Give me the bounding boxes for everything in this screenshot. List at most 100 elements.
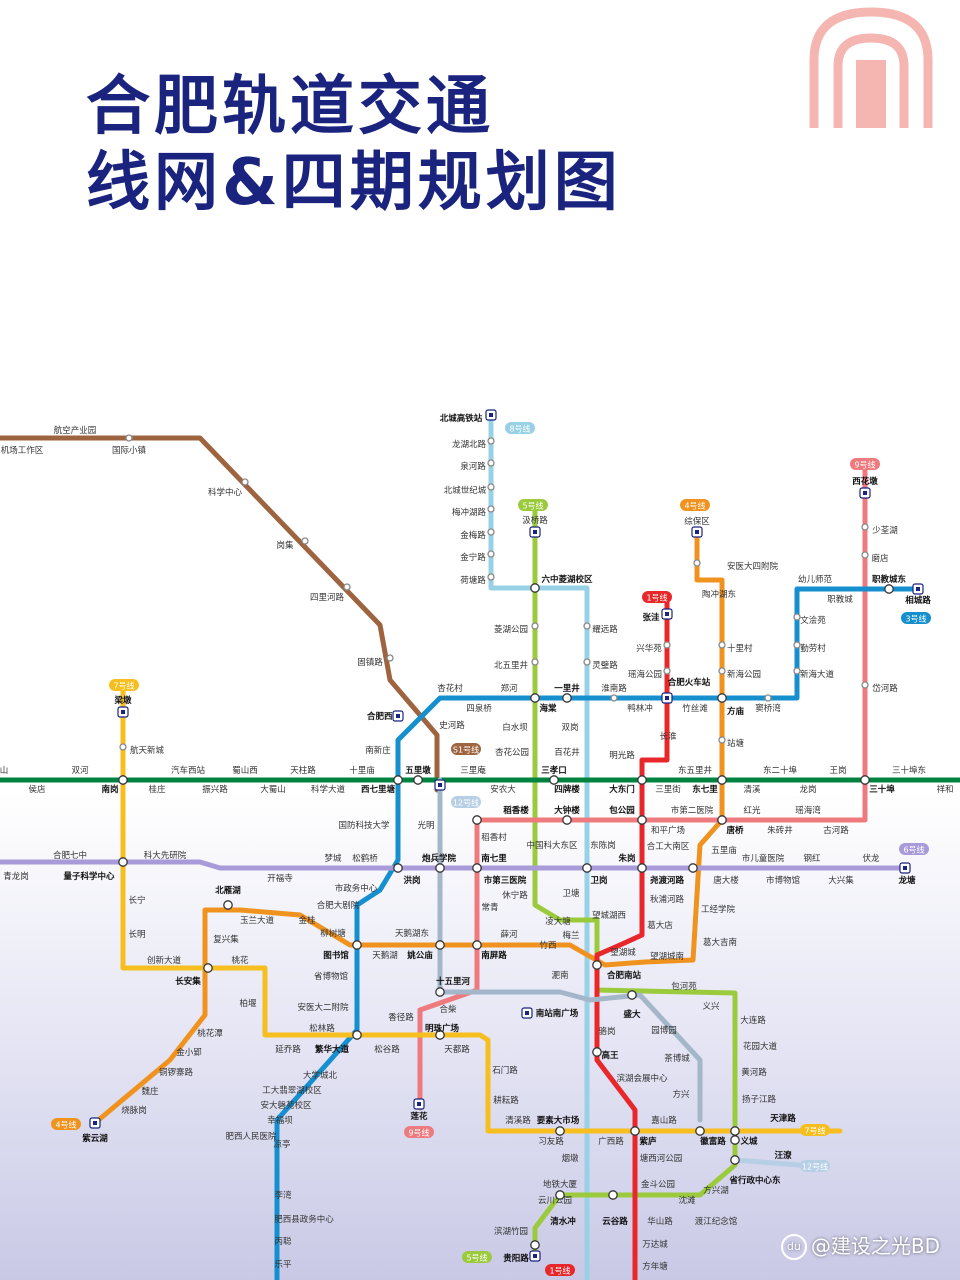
station: 杏花公园 bbox=[495, 747, 529, 758]
station-label: 铜锣寨路 bbox=[159, 1067, 194, 1078]
line-tag-label: 4号线 bbox=[55, 1120, 76, 1130]
station: 天柱路 bbox=[290, 765, 316, 776]
line-tag-label: 7号线 bbox=[113, 681, 134, 691]
station: 创新大道 bbox=[147, 955, 182, 966]
line-tag-label: 6号线 bbox=[903, 845, 924, 855]
station: 市第二医院 bbox=[671, 805, 714, 816]
station-label: 汽车西站 bbox=[171, 765, 206, 776]
station: 机场工作区 bbox=[1, 445, 44, 456]
station-label: 站塘 bbox=[727, 738, 745, 749]
station-label: 方年塘 bbox=[642, 1261, 668, 1272]
station-label: 卫岗 bbox=[590, 875, 607, 886]
station-label: 方兴湖 bbox=[703, 1185, 729, 1196]
station-label: 淝南 bbox=[551, 970, 568, 981]
station: 科大先研院 bbox=[144, 850, 187, 861]
station-label: 国防科技大学 bbox=[338, 820, 390, 831]
station-label: 香径路 bbox=[388, 1012, 414, 1023]
station: 一里井 bbox=[554, 683, 580, 703]
station-dot bbox=[583, 622, 591, 630]
station: 骆岗 bbox=[598, 1026, 615, 1037]
station-label: 创新大道 bbox=[147, 955, 182, 966]
station-label: 沈滩 bbox=[678, 1195, 696, 1206]
station-label: 窦桥湾 bbox=[755, 703, 781, 714]
station: 光明 bbox=[417, 820, 434, 831]
station: 三里庵 bbox=[460, 765, 486, 776]
station: 铜锣寨路 bbox=[159, 1067, 194, 1078]
station: 松林路 bbox=[309, 1023, 335, 1034]
line-tag-label: 8号线 bbox=[509, 424, 530, 434]
station-label: 万达城 bbox=[642, 1239, 668, 1250]
station: 贵阳路 bbox=[503, 1240, 540, 1264]
station-label: 卫塘 bbox=[562, 888, 580, 899]
station: 沈滩 bbox=[678, 1195, 696, 1206]
station-label: 肥西人民医院 bbox=[225, 1131, 277, 1142]
station-label: 十五里河 bbox=[436, 976, 471, 987]
station-label: 烧脉岗 bbox=[121, 1105, 147, 1116]
station: 方庙 bbox=[717, 693, 745, 717]
station-label: 职教城东 bbox=[872, 574, 907, 585]
station-label: 市第二医院 bbox=[671, 805, 714, 816]
rail-hub-icon bbox=[413, 1098, 425, 1110]
station-label: 石门路 bbox=[492, 1065, 518, 1076]
station-label: 合肥南站 bbox=[606, 970, 642, 981]
station: 园博园 bbox=[651, 1025, 677, 1036]
station-label: 张洼 bbox=[642, 612, 660, 623]
station: 窦桥湾 bbox=[755, 694, 781, 714]
route-line9 bbox=[417, 467, 868, 1111]
station-label: 金小郢 bbox=[176, 1047, 202, 1058]
line-tag-label: 3号线 bbox=[905, 614, 926, 624]
station-label: 国际小镇 bbox=[112, 445, 147, 456]
station: 望城湖西 bbox=[592, 910, 626, 921]
line-tag-label: 4号线 bbox=[684, 501, 705, 511]
station: 繁华大道 bbox=[314, 1030, 362, 1055]
station-label: 三里街 bbox=[655, 784, 681, 795]
interchange-icon bbox=[530, 1240, 540, 1250]
station-label: 东二十埠 bbox=[763, 765, 798, 776]
station: 朱岗 bbox=[617, 853, 647, 873]
station: 竹丝滩 bbox=[682, 703, 708, 714]
station: 磨店 bbox=[861, 551, 889, 564]
station: 大学城北 bbox=[303, 1070, 338, 1081]
station-label: 四里河路 bbox=[310, 592, 345, 603]
station-dot bbox=[718, 667, 726, 675]
station-label: 泉河路 bbox=[460, 461, 486, 472]
station-dot bbox=[531, 658, 539, 666]
interchange-icon bbox=[472, 863, 482, 873]
route-line1 bbox=[594, 597, 670, 1280]
station-label: 科学大道 bbox=[311, 784, 346, 795]
station-dot bbox=[718, 641, 726, 649]
station: 习友路 bbox=[538, 1136, 564, 1147]
station-dot bbox=[861, 523, 869, 531]
interchange-icon bbox=[413, 775, 423, 785]
station: 三十埠东 bbox=[892, 765, 926, 776]
station-label: 市儿童医院 bbox=[742, 853, 785, 864]
interchange-icon bbox=[637, 775, 647, 785]
station-label: 稻香村 bbox=[481, 832, 507, 843]
station-label: 松鹤桥 bbox=[352, 853, 378, 864]
station-label: 贵阳路 bbox=[503, 1253, 529, 1264]
station: 市第三医院 bbox=[484, 875, 527, 886]
station-label: 图书馆 bbox=[323, 950, 349, 961]
watermark: du@建设之光BD bbox=[780, 1230, 940, 1260]
station: 振兴路 bbox=[202, 784, 228, 795]
station: 四泉桥 bbox=[466, 703, 492, 714]
station: 王岗 bbox=[829, 765, 846, 776]
station-label: 陶冲湖东 bbox=[702, 589, 736, 600]
station: 朱砖井 bbox=[767, 825, 793, 836]
station-label: 休宁路 bbox=[502, 890, 528, 901]
station-label: 南屏路 bbox=[481, 950, 507, 961]
station: 延乔路 bbox=[275, 1044, 301, 1055]
station-label: 繁华大道 bbox=[314, 1044, 350, 1055]
station: 凉亭 bbox=[273, 1139, 290, 1150]
station: 东二十埠 bbox=[763, 765, 798, 776]
station-label: 望城湖西 bbox=[592, 910, 626, 921]
station: 天鹅湖东 bbox=[395, 928, 429, 939]
station: 幼儿师范 bbox=[798, 574, 833, 585]
station: 北城世纪城 bbox=[444, 483, 495, 496]
station-label: 山 bbox=[0, 765, 8, 776]
station-label: 史河路 bbox=[439, 720, 465, 731]
interchange-icon bbox=[472, 815, 482, 825]
station-dot bbox=[610, 694, 618, 702]
station-label: 职教城 bbox=[827, 594, 853, 605]
station-label: 大兴集 bbox=[828, 875, 854, 886]
